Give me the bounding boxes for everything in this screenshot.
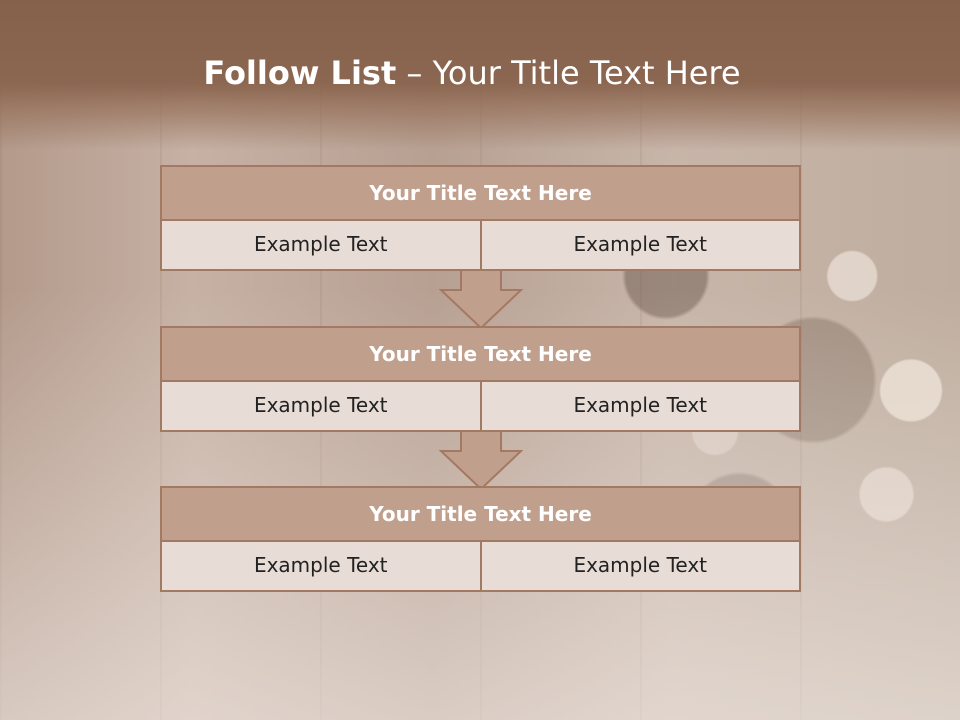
block-heading: Your Title Text Here [160, 486, 801, 542]
block-heading: Your Title Text Here [160, 165, 801, 221]
block-cell-right: Example Text [481, 542, 801, 592]
slide-title-rest: – Your Title Text Here [396, 54, 741, 92]
block-cell-right: Example Text [481, 221, 801, 271]
list-block-2: Your Title Text Here Example Text Exampl… [160, 326, 801, 432]
block-cell-left: Example Text [160, 542, 482, 592]
block-cell-right: Example Text [481, 382, 801, 432]
down-arrow-icon [439, 430, 523, 491]
block-row: Example Text Example Text [160, 382, 801, 432]
block-heading: Your Title Text Here [160, 326, 801, 382]
slide-title-bold: Follow List [203, 54, 397, 92]
list-block-1: Your Title Text Here Example Text Exampl… [160, 165, 801, 271]
block-cell-left: Example Text [160, 221, 482, 271]
block-row: Example Text Example Text [160, 542, 801, 592]
down-arrow-icon [439, 269, 523, 330]
block-row: Example Text Example Text [160, 221, 801, 271]
list-block-3: Your Title Text Here Example Text Exampl… [160, 486, 801, 592]
block-cell-left: Example Text [160, 382, 482, 432]
title-bar: Follow List – Your Title Text Here [0, 0, 960, 150]
slide-title: Follow List – Your Title Text Here [0, 54, 944, 92]
